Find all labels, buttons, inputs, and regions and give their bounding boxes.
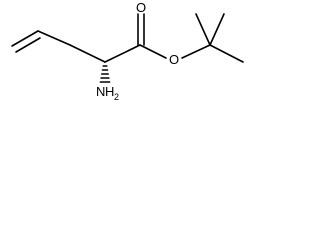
vinyl-double-bond-a [11, 30, 39, 47]
bond-tbu-methyl-left [195, 13, 211, 46]
vinyl-double-bond-b [15, 37, 41, 53]
amine-h-subscript: 2 [114, 92, 119, 102]
bond-ch2-alpha [69, 44, 106, 63]
bond-vinyl-ch2 [37, 30, 71, 46]
carbonyl-oxygen-label: O [136, 0, 146, 15]
amine-h-label: H [105, 84, 114, 99]
ester-oxygen-label: O [169, 52, 179, 67]
bond-tbu-methyl-right [209, 44, 244, 63]
bond-ester-o-tbu [181, 44, 211, 59]
bond-carbonyl-ester-o [139, 44, 167, 59]
hashed-wedge-bond [99, 61, 111, 83]
structure-canvas: O O N H 2 [0, 0, 249, 121]
bond-alpha-carbonyl [104, 44, 141, 63]
bond-tbu-methyl-top [209, 13, 225, 46]
skeletal-formula: O O N H 2 [11, 0, 244, 102]
amine-n-label: N [96, 84, 105, 99]
